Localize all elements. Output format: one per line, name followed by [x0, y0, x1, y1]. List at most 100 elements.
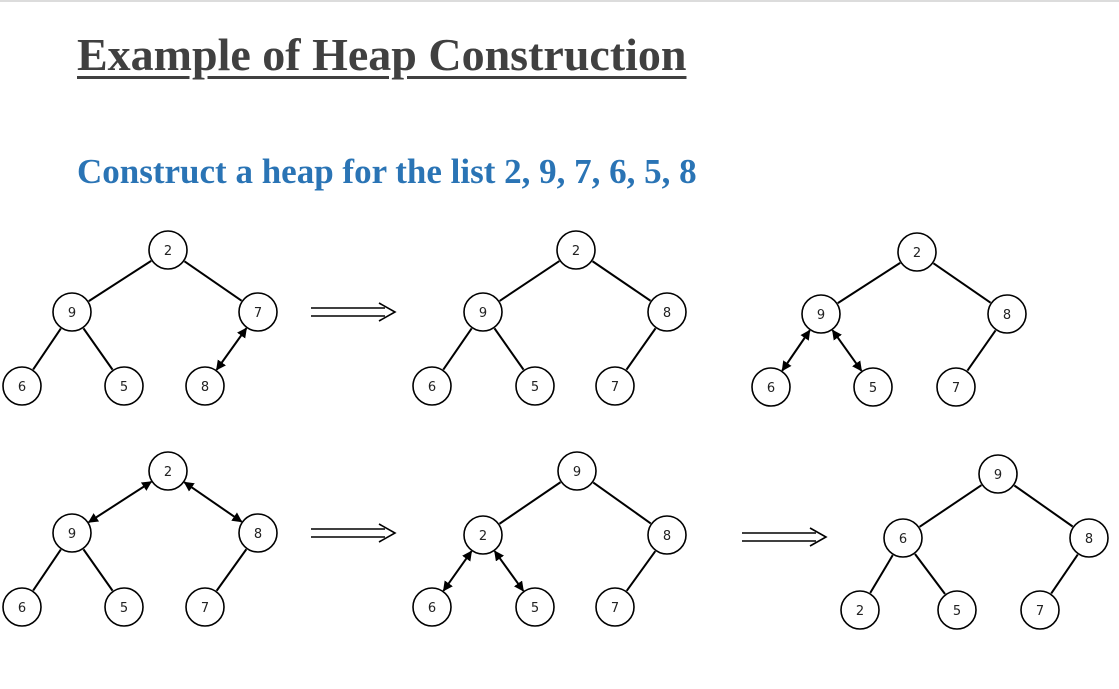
heap-node: 9 [978, 454, 1018, 494]
node-value: 7 [611, 601, 619, 616]
node-circle [104, 587, 144, 627]
transition-arrow-icon [311, 302, 397, 322]
node-circle [556, 230, 596, 270]
node-circle [987, 294, 1027, 334]
node-circle [897, 232, 937, 272]
swap-arrow [493, 550, 525, 592]
tree-edge [966, 329, 997, 372]
heap-node: 9 [463, 292, 503, 332]
node-value: 9 [68, 306, 76, 321]
heap-node: 5 [104, 587, 144, 627]
top-rule [0, 0, 1119, 2]
heap-tree-step-5: 9 2 8 6 5 7 [412, 451, 687, 627]
node-value: 2 [856, 604, 864, 619]
node-circle [515, 587, 555, 627]
node-value: 5 [869, 381, 877, 396]
tree-edge [1050, 553, 1079, 595]
tree-edge [592, 481, 652, 525]
tree-edge [919, 484, 982, 528]
node-value: 5 [953, 604, 961, 619]
node-circle [936, 367, 976, 407]
node-value: 6 [18, 601, 26, 616]
node-value: 9 [573, 465, 581, 480]
node-value: 5 [531, 601, 539, 616]
heap-node: 9 [52, 292, 92, 332]
node-circle [412, 366, 452, 406]
tree-edge [625, 327, 657, 371]
tree-edge [837, 262, 901, 304]
node-circle [238, 513, 278, 553]
swap-arrow [183, 481, 243, 523]
tree-edge [82, 548, 114, 592]
node-circle [148, 230, 188, 270]
tree-edge [32, 549, 62, 591]
swap-arrow [831, 329, 863, 372]
node-value: 7 [611, 380, 619, 395]
node-circle [1020, 590, 1060, 630]
slide-subtitle: Construct a heap for the list 2, 9, 7, 6… [77, 152, 697, 191]
heap-node: 9 [52, 513, 92, 553]
node-circle [238, 292, 278, 332]
node-value: 2 [572, 244, 580, 259]
heap-tree-step-2: 2 9 8 6 5 7 [412, 230, 687, 406]
node-circle [185, 366, 225, 406]
heap-node: 6 [883, 518, 923, 558]
tree-edge [1013, 484, 1074, 528]
node-circle [647, 292, 687, 332]
heap-node: 6 [2, 366, 42, 406]
heap-node: 7 [595, 366, 635, 406]
heap-node: 8 [647, 292, 687, 332]
transition-arrow-icon [311, 523, 397, 543]
node-circle [463, 515, 503, 555]
node-value: 6 [428, 601, 436, 616]
node-value: 8 [201, 380, 209, 395]
heap-node: 5 [515, 366, 555, 406]
node-circle [595, 366, 635, 406]
heap-node: 2 [840, 590, 880, 630]
heap-node: 5 [104, 366, 144, 406]
heap-node: 5 [853, 367, 893, 407]
swap-arrow [781, 329, 811, 372]
tree-edge [88, 260, 152, 302]
heap-node: 8 [238, 513, 278, 553]
node-circle [412, 587, 452, 627]
node-circle [557, 451, 597, 491]
heap-node: 6 [412, 587, 452, 627]
node-value: 5 [120, 380, 128, 395]
node-value: 7 [254, 306, 262, 321]
node-circle [515, 366, 555, 406]
node-circle [185, 587, 225, 627]
node-value: 6 [899, 532, 907, 547]
heap-node: 2 [148, 230, 188, 270]
node-circle [751, 367, 791, 407]
node-value: 7 [952, 381, 960, 396]
heap-node: 7 [595, 587, 635, 627]
heap-node: 6 [412, 366, 452, 406]
tree-edge [932, 262, 992, 304]
node-circle [104, 366, 144, 406]
heap-node: 8 [1069, 518, 1109, 558]
node-value: 6 [767, 381, 775, 396]
node-circle [463, 292, 503, 332]
node-circle [978, 454, 1018, 494]
heap-node: 2 [463, 515, 503, 555]
node-circle [937, 590, 977, 630]
tree-edge [591, 260, 652, 302]
heap-node: 5 [515, 587, 555, 627]
node-value: 2 [913, 246, 921, 261]
swap-arrow [442, 550, 473, 592]
node-circle [801, 294, 841, 334]
node-circle [52, 292, 92, 332]
heap-node: 8 [647, 515, 687, 555]
node-circle [148, 451, 188, 491]
heap-node: 7 [936, 367, 976, 407]
node-value: 6 [428, 380, 436, 395]
node-circle [853, 367, 893, 407]
node-circle [2, 587, 42, 627]
node-value: 8 [254, 527, 262, 542]
heap-node: 2 [897, 232, 937, 272]
heap-node: 6 [751, 367, 791, 407]
